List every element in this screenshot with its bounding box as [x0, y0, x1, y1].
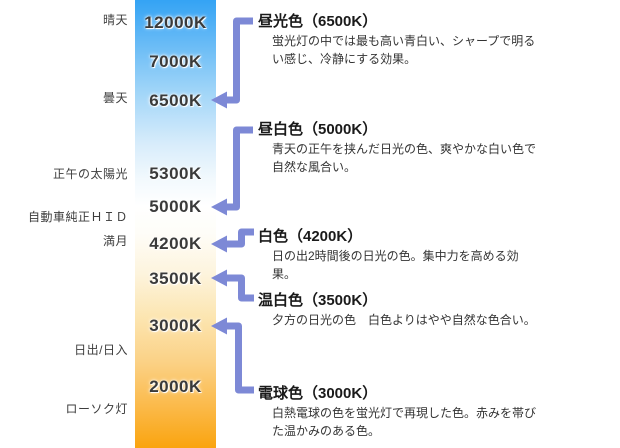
- arrow-line-5000k: [227, 126, 253, 211]
- reference-label-candle: ローソク灯: [65, 402, 128, 416]
- reference-label-clear-sky: 晴天: [102, 13, 128, 27]
- entry-title: 温白色（3500K）: [258, 292, 378, 309]
- entry-description: 日の出2時間後の日光の色。集中力を高める効果。: [272, 249, 519, 281]
- entry-incandescent-3000k: 電球色（3000K） 白熱電球の色を蛍光灯で再現した色。赤みを帯びた温かみのある…: [258, 384, 608, 440]
- reference-label-noon-sun: 正午の太陽光: [52, 167, 128, 181]
- kelvin-label-3000k: 3000K: [149, 316, 202, 335]
- kelvin-label-4200k: 4200K: [149, 234, 202, 253]
- entry-description: 蛍光灯の中では最も高い青白い、シャープで明るい感じ、冷静にする効果。: [272, 34, 536, 66]
- entry-neutral-white-5000k: 昼白色（5000K） 青天の正午を挟んだ日光の色、爽やかな白い色で自然な風合い。: [258, 120, 608, 176]
- reference-label-sunrise-sunset: 日出/日入: [74, 343, 128, 357]
- kelvin-label-3500k: 3500K: [149, 269, 202, 288]
- kelvin-label-12000k: 12000K: [144, 13, 207, 32]
- entry-title: 電球色（3000K）: [258, 385, 378, 402]
- entry-title: 昼白色（5000K）: [258, 121, 378, 138]
- entry-description: 夕方の日光の色 白色よりはやや自然な色合い。: [272, 313, 536, 327]
- arrow-line-3000k: [227, 322, 254, 394]
- reference-label-cloudy-sky: 曇天: [102, 91, 128, 105]
- kelvin-label-5000k: 5000K: [149, 197, 202, 216]
- arrow-line-4200k: [227, 228, 254, 248]
- entry-title: 昼光色（6500K）: [258, 13, 378, 30]
- reference-label-full-moon: 満月: [102, 234, 128, 248]
- entry-description: 白熱電球の色を蛍光灯で再現した色。赤みを帯びた温かみのある色。: [272, 406, 537, 438]
- entry-daylight-6500k: 昼光色（6500K） 蛍光灯の中では最も高い青白い、シャープで明るい感じ、冷静に…: [258, 12, 608, 68]
- kelvin-label-6500k: 6500K: [149, 91, 202, 110]
- entry-description: 青天の正午を挟んだ日光の色、爽やかな白い色で自然な風合い。: [272, 142, 537, 174]
- kelvin-label-5300k: 5300K: [149, 164, 202, 183]
- entry-title: 白色（4200K）: [258, 228, 363, 245]
- arrow-line-6500k: [227, 17, 253, 104]
- arrow-line-3500k: [227, 274, 254, 302]
- kelvin-label-7000k: 7000K: [149, 52, 202, 71]
- reference-label-car-hid: 自動車純正ＨＩＤ: [27, 210, 128, 224]
- kelvin-label-2000k: 2000K: [149, 377, 202, 396]
- kelvin-gradient-bar: [135, 0, 216, 448]
- entry-warm-white-3500k: 温白色（3500K） 夕方の日光の色 白色よりはやや自然な色合い。: [258, 291, 608, 329]
- entry-white-4200k: 白色（4200K） 日の出2時間後の日光の色。集中力を高める効果。: [258, 227, 608, 283]
